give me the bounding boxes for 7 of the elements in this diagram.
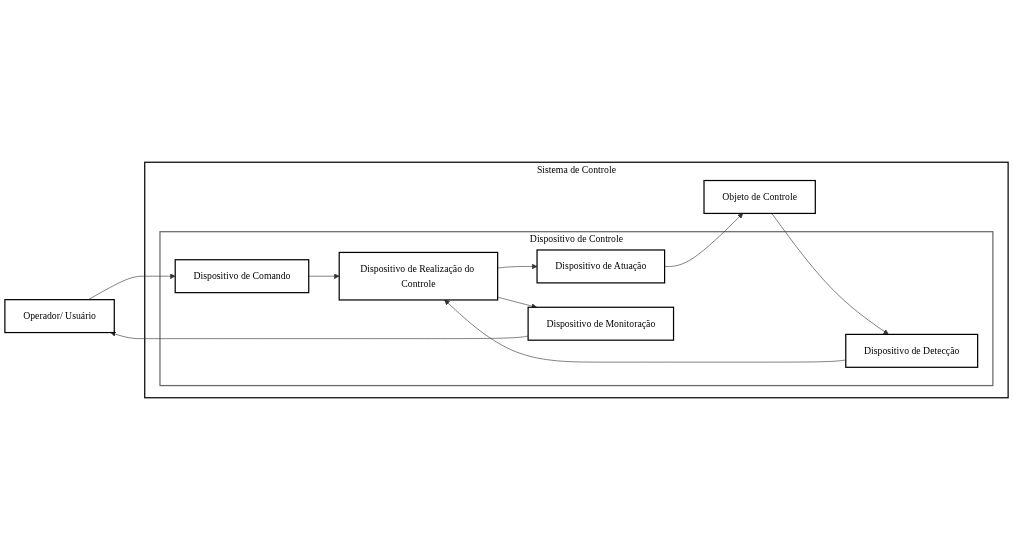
node-box: Dispositivo de Atuação [536, 249, 666, 284]
node-box: Dispositivo de Monitoração [527, 306, 675, 341]
node-box: Dispositivo de Detecção [845, 333, 979, 368]
node-box: Objeto de Controle [703, 179, 816, 215]
node-box: Dispositivo de Realização do Controle [338, 251, 499, 301]
node-box: Dispositivo de Comando [174, 259, 310, 294]
node-box: Operador/ Usuário [4, 299, 115, 334]
